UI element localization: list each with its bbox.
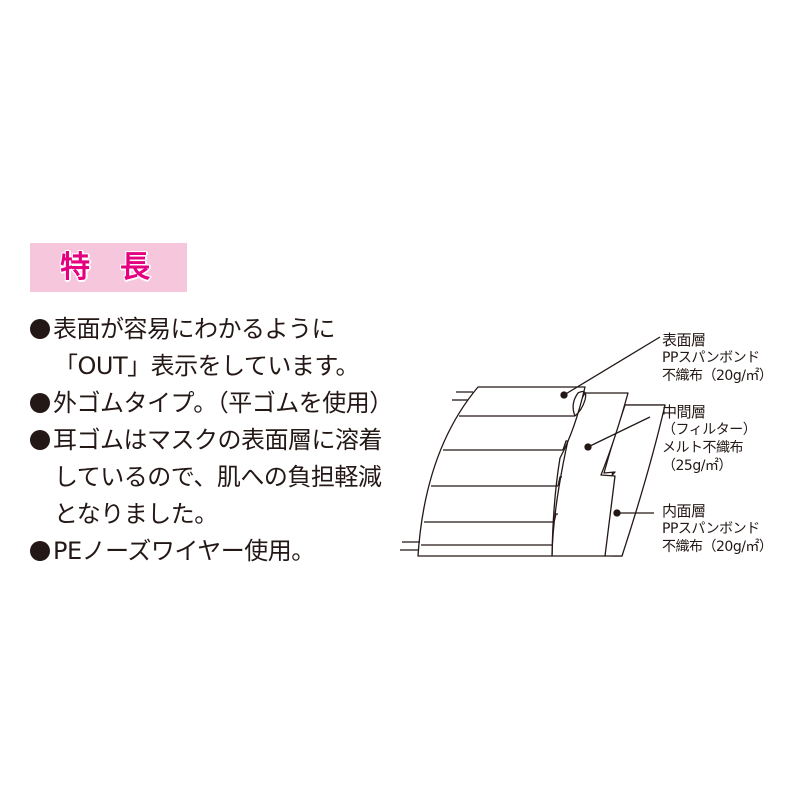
- section-title-bar: [30, 243, 187, 292]
- label-inner-layer: 内面層 PPスパンボンド 不織布（20g/㎡）: [662, 502, 773, 555]
- bullet-icon: [30, 430, 50, 450]
- label-middle-layer: 中間層 （フィルター） メルト不織布 （25g/㎡）: [662, 403, 757, 474]
- leader-dot-outer: [560, 391, 568, 399]
- feature-item-2: 外ゴムタイプ。（平ゴムを使用）: [30, 385, 410, 422]
- feature-item-1-cont: 「OUT」表示をしています。: [54, 352, 360, 380]
- feature-item-3-cont-2: となりました。: [54, 500, 218, 528]
- feature-item-3: 耳ゴムはマスクの表面層に溶着: [30, 422, 410, 459]
- feature-item-1: 表面が容易にわかるように: [30, 311, 410, 348]
- leader-dot-inner: [613, 509, 621, 517]
- leader-dot-middle: [584, 443, 592, 451]
- feature-list: 表面が容易にわかるように 「OUT」表示をしています。 外ゴムタイプ。（平ゴムを…: [30, 311, 410, 570]
- section-title-char-2: 長: [120, 250, 180, 285]
- leader-line-middle: [587, 416, 651, 448]
- bullet-icon: [30, 541, 50, 561]
- bullet-icon: [30, 319, 50, 339]
- label-outer-layer: 表面層 PPスパンボンド 不織布（20g/㎡）: [662, 331, 773, 384]
- outer-layer-shape: [417, 386, 586, 557]
- section-title-char-1: 特: [60, 250, 120, 285]
- section-title: 特長: [60, 248, 180, 288]
- feature-item-4: PEノーズワイヤー使用。: [30, 533, 410, 570]
- bullet-icon: [30, 393, 50, 413]
- feature-item-3-cont-1: しているので、肌への負担軽減: [54, 463, 382, 491]
- leader-line-outer: [563, 336, 661, 396]
